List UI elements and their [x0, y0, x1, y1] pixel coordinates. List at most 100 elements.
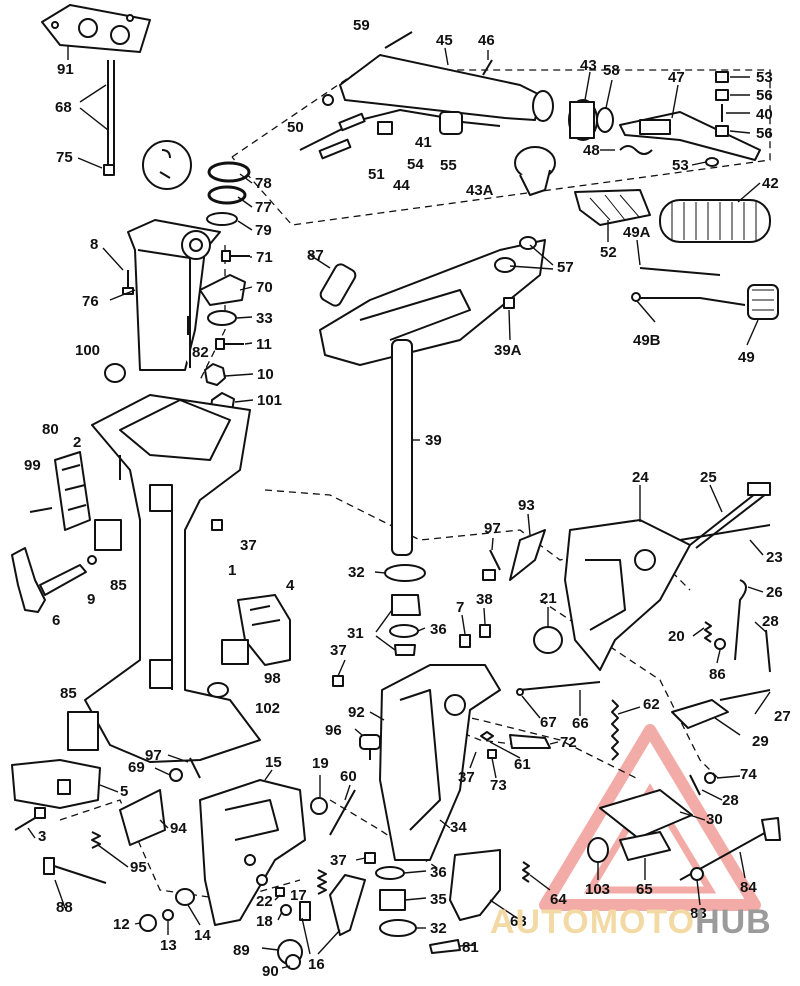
housing-43A [514, 146, 556, 196]
callout-55: 55 [440, 157, 457, 174]
callout-54: 54 [407, 156, 424, 173]
callout-36-b: 36 [430, 864, 447, 881]
lock-lever-63 [449, 849, 501, 921]
callout-1: 1 [228, 562, 237, 579]
callout-74: 74 [740, 766, 757, 783]
pin-96 [359, 734, 381, 760]
mount-5-hole [57, 779, 71, 795]
nut-67 [516, 688, 524, 696]
bracket-29 [671, 699, 729, 729]
pad-98 [221, 639, 249, 665]
callout-82: 82 [192, 344, 209, 361]
callout-31: 31 [347, 625, 364, 642]
pin-27 [719, 689, 771, 701]
callout-53-b: 53 [672, 157, 689, 174]
pin-28-lower [689, 774, 701, 796]
callout-66: 66 [572, 715, 589, 732]
callout-77: 77 [255, 199, 272, 216]
callout-12: 12 [113, 916, 130, 933]
callout-98: 98 [264, 670, 281, 687]
tiller-arm-45 [339, 31, 554, 122]
seal-33 [207, 310, 237, 326]
callout-14: 14 [194, 927, 211, 944]
callout-37-d: 37 [330, 852, 347, 869]
callout-49: 49 [738, 349, 755, 366]
callout-6: 6 [52, 612, 61, 629]
bracket-94 [119, 789, 166, 846]
callout-97-a: 97 [484, 520, 501, 537]
callout-37-c: 37 [458, 769, 475, 786]
rubber-block-85-lower [67, 711, 99, 751]
callout-95: 95 [130, 859, 147, 876]
callout-40: 40 [756, 106, 773, 123]
mount-80 [54, 451, 91, 531]
callout-33: 33 [256, 310, 273, 327]
rod-66 [519, 681, 601, 691]
callout-7: 7 [456, 599, 465, 616]
callout-71: 71 [256, 249, 273, 266]
mount-5 [11, 759, 101, 809]
nut-50 [322, 94, 334, 106]
watermark-part1: AUTOMOTO [490, 903, 696, 941]
gasket-91 [41, 4, 151, 53]
callout-89: 89 [233, 942, 250, 959]
lever-72 [509, 734, 551, 749]
spring-62 [611, 699, 619, 761]
screw-22-18-17 [275, 887, 311, 921]
washer-86 [714, 638, 726, 650]
callout-58: 58 [603, 62, 620, 79]
callout-10: 10 [257, 366, 274, 383]
bolt-88 [43, 857, 107, 884]
fitting-37-a [211, 519, 223, 531]
callout-28-a: 28 [762, 613, 779, 630]
callout-49B: 49B [633, 332, 661, 349]
callout-64: 64 [550, 891, 567, 908]
callout-2: 2 [73, 434, 82, 451]
callout-39A: 39A [494, 342, 522, 359]
washer-19 [310, 797, 328, 815]
watermark-part2: HUB [695, 903, 772, 941]
grip-52 [574, 189, 651, 226]
swivel-bracket-87 [319, 263, 357, 307]
callout-94: 94 [170, 820, 187, 837]
callout-42: 42 [762, 175, 779, 192]
callout-9: 9 [87, 591, 96, 608]
callout-79: 79 [255, 222, 272, 239]
callout-52: 52 [600, 244, 617, 261]
callout-30: 30 [706, 811, 723, 828]
callout-100: 100 [75, 342, 101, 359]
throttle-tube-47 [619, 111, 761, 161]
bolts-small [122, 250, 250, 350]
callout-88: 88 [56, 899, 73, 916]
callout-43: 43 [580, 57, 597, 74]
callout-16: 16 [308, 956, 325, 973]
callout-15: 15 [265, 754, 282, 771]
callout-65: 65 [636, 881, 653, 898]
watermark-text: AUTOMOTOHUB [490, 905, 772, 939]
callout-67: 67 [540, 714, 557, 731]
grip-42 [659, 199, 771, 243]
grip-43 [568, 99, 598, 141]
washer-9 [87, 555, 97, 565]
o-ring-58 [596, 107, 614, 133]
callout-26: 26 [766, 584, 783, 601]
link-65 [619, 831, 671, 861]
shift-rods-68 [103, 60, 115, 176]
rod-23 [679, 524, 771, 541]
callout-96: 96 [325, 722, 342, 739]
washer-74 [704, 772, 716, 784]
fitting-39A [503, 297, 515, 309]
callout-103: 103 [585, 881, 611, 898]
callout-61: 61 [514, 756, 531, 773]
shift-lever-6 [11, 547, 87, 613]
callout-51: 51 [368, 166, 385, 183]
steering-arm-57 [319, 236, 546, 366]
spring-48 [619, 145, 653, 155]
callout-78: 78 [255, 175, 272, 192]
callout-32-a: 32 [348, 564, 365, 581]
screw-3 [14, 807, 46, 831]
callout-83: 83 [690, 905, 707, 922]
bolt-97-upper [482, 549, 501, 581]
lever-93 [509, 529, 546, 581]
